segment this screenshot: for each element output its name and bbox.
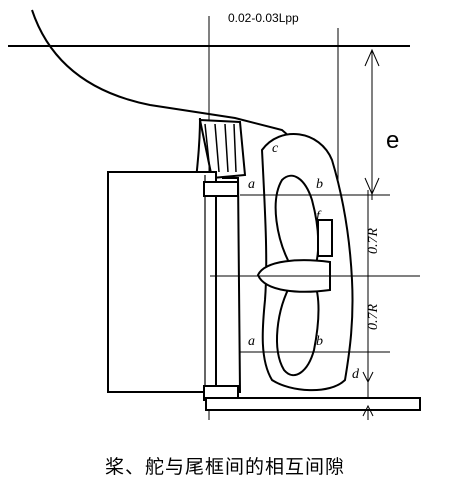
clearance-label-b-upper: b	[316, 177, 323, 192]
deadwood-block	[107, 171, 217, 393]
dimension-e-arrow-bottom	[364, 177, 380, 196]
radius-label-lower: 0.7R	[366, 304, 381, 331]
clearance-label-d: d	[352, 367, 360, 382]
clearance-label-a-upper: a	[248, 177, 255, 192]
rudder-stock	[317, 219, 333, 257]
dimension-d-arrow-top	[362, 371, 374, 384]
upper-bearing	[203, 181, 239, 197]
sole-piece	[205, 397, 421, 411]
stern-frame-post	[222, 177, 242, 393]
hull-stern-profile	[31, 9, 306, 151]
radius-label-upper: 0.7R	[366, 228, 381, 255]
dimension-e-arrow-top	[364, 48, 380, 67]
hull-stern-underside	[195, 117, 201, 181]
clearance-label-c: c	[272, 141, 279, 156]
stern-frame-hatching	[204, 123, 237, 173]
clearance-label-f: f	[316, 209, 322, 224]
top-annotation-label: 0.02-0.03Lpp	[228, 11, 299, 25]
clearance-label-a-lower: a	[248, 334, 255, 349]
clearance-label-b-lower: b	[316, 334, 323, 349]
diagram-caption: 桨、舵与尾框间的相互间隙	[104, 456, 345, 478]
dimension-d-arrow-bottom	[362, 404, 374, 417]
dimension-e-label: e	[386, 127, 399, 154]
stern-frame-upper	[198, 118, 247, 180]
